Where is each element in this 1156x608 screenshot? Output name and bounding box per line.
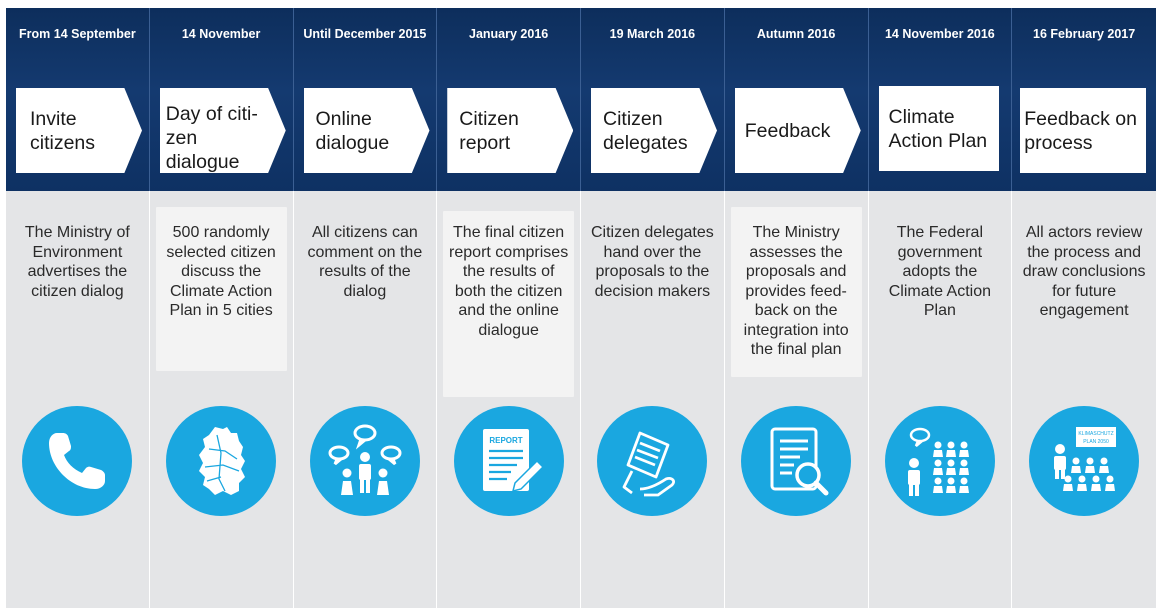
step-date: 19 March 2016: [609, 27, 696, 41]
step-title: Citizen delegates: [603, 107, 688, 154]
step-title: Citizen report: [459, 107, 519, 154]
step-panel: The final citizen report comprises the r…: [437, 191, 580, 608]
step-description: The Ministry of Environment advertises t…: [24, 224, 130, 300]
step-panel: 500 randomly selected citizen discuss th…: [149, 191, 293, 608]
icon-circle: KLIMASCHUTZ PLAN 2050: [1029, 406, 1140, 516]
step-date: Autumn 2016: [756, 27, 836, 41]
step-description: Citizen delegates hand over the proposal…: [591, 224, 714, 300]
step-day-of-dialogue: 14 November Day of citi-zen dialogue 500…: [149, 8, 294, 608]
step-title: Climate Action Plan: [888, 105, 988, 152]
document-magnifier-icon: [741, 406, 852, 516]
step-date: Until December 2015: [303, 27, 427, 41]
step-date: 14 November 2016: [884, 27, 995, 41]
hand-document-icon: [597, 406, 708, 516]
step-description: The Federal government adopts the Climat…: [888, 224, 991, 319]
step-panel: All actors review the process and draw c…: [1012, 191, 1156, 608]
board-label-2: PLAN 2050: [1083, 439, 1109, 445]
description-box: [155, 207, 287, 371]
step-panel: All citizens can comment on the results …: [293, 191, 437, 608]
step-title: Online dialogue: [315, 107, 390, 154]
step-description: The Ministry assesses the proposals and …: [743, 224, 849, 358]
phone-icon: [22, 406, 133, 516]
step-climate-action-plan: 14 November 2016 Climate Action Plan The…: [868, 8, 1013, 608]
step-invite-citizens: From 14 September Invite citizens The Mi…: [6, 8, 150, 608]
icon-circle: [597, 406, 708, 516]
step-title: Invite citizens: [30, 107, 96, 154]
icon-circle: [309, 406, 420, 516]
presentation-audience-icon: KLIMASCHUTZ PLAN 2050: [1029, 406, 1140, 516]
step-title: Feedback on process: [1024, 107, 1137, 154]
step-description: The final citizen report comprises the r…: [449, 224, 569, 339]
germany-map-icon: [166, 406, 277, 516]
report-icon: REPORT: [453, 406, 564, 516]
step-feedback: Autumn 2016 Feedback The Ministry assess…: [724, 8, 869, 608]
icon-circle: [166, 406, 277, 516]
step-title-arrow: Citizen delegates: [591, 88, 717, 173]
icon-circle: [741, 406, 852, 516]
step-title-arrow: Invite citizens: [16, 88, 142, 173]
step-date: 14 November: [181, 27, 261, 41]
step-panel: The Ministry of Environment advertises t…: [6, 191, 149, 608]
step-description: All actors review the process and draw c…: [1022, 224, 1146, 319]
step-date: 16 February 2017: [1033, 27, 1136, 41]
step-description: All citizens can comment on the results …: [307, 224, 423, 300]
description-box: [730, 207, 862, 377]
step-panel: Citizen delegates hand over the proposal…: [581, 191, 724, 608]
step-title: Feedback: [744, 119, 831, 142]
step-panel: The Ministry assesses the proposals and …: [724, 191, 868, 608]
step-title-arrow: Online dialogue: [303, 88, 430, 173]
step-online-dialogue: Until December 2015 Online dialogue All …: [293, 8, 438, 608]
audience-speaker-icon: [884, 406, 995, 516]
description-box: [443, 211, 574, 397]
step-title-arrow: Citizen report: [447, 88, 574, 173]
step-date: From 14 September: [19, 27, 136, 41]
step-panel: The Federal government adopts the Climat…: [868, 191, 1012, 608]
step-title-arrow: Day of citi-zen dialogue: [159, 88, 286, 173]
step-title-box: Climate Action Plan: [878, 86, 999, 171]
step-description: 500 randomly selected citizen discuss th…: [166, 224, 276, 319]
board-label-1: KLIMASCHUTZ: [1078, 431, 1113, 437]
icon-circle: [884, 406, 995, 516]
report-label: REPORT: [489, 436, 522, 445]
step-citizen-delegates: 19 March 2016 Citizen delegates Citizen …: [581, 8, 725, 608]
step-feedback-on-process: 16 February 2017 Feedback on process All…: [1012, 8, 1156, 608]
step-citizen-report: January 2016 Citizen report The final ci…: [437, 8, 581, 608]
step-title-box: Feedback on process: [1020, 88, 1147, 173]
step-title: Day of citi-zen dialogue: [165, 103, 258, 173]
step-date: January 2016: [469, 27, 549, 41]
timeline: From 14 September Invite citizens The Mi…: [6, 8, 1156, 608]
step-title-arrow: Feedback: [734, 88, 861, 173]
icon-circle: REPORT: [453, 406, 564, 516]
icon-circle: [22, 406, 133, 516]
people-speech-icon: [309, 406, 420, 516]
